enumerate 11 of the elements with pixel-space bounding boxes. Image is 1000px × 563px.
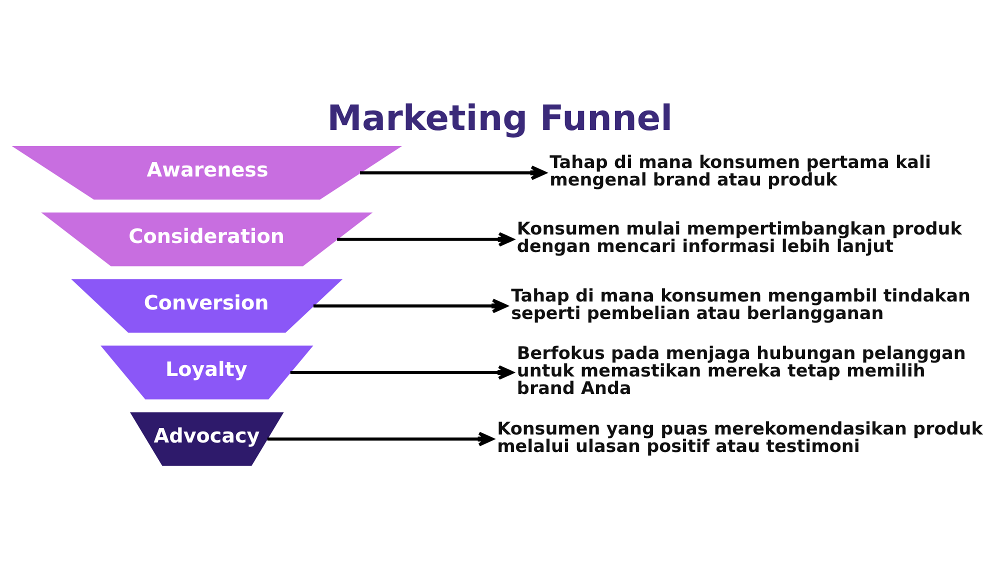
arrow xyxy=(337,232,514,246)
arrow xyxy=(290,364,514,380)
arrow xyxy=(313,298,508,313)
node-text: Tahap di mana konsumen mengambil tindakan seperti pembelian atau berlangganan xyxy=(511,286,970,324)
node-text: Berfokus pada menjaga hubungan pelanggan untuk memastikan mereka tetap memilih brand Anda xyxy=(516,344,966,399)
node-text: Tahap di mana konsumen pertama kali mengenal brand atau produk xyxy=(550,152,931,190)
arrow xyxy=(360,165,546,180)
node-text: Konsumen mulai mempertimbangkan produk dengan mencari informasi lebih lanjut xyxy=(516,219,962,257)
arrow xyxy=(267,431,494,446)
diagram-title: Marketing Funnel xyxy=(327,98,673,139)
node-text: Konsumen yang puas merekomendasikan produk melalui ulasan positif atau testimoni xyxy=(497,418,983,456)
